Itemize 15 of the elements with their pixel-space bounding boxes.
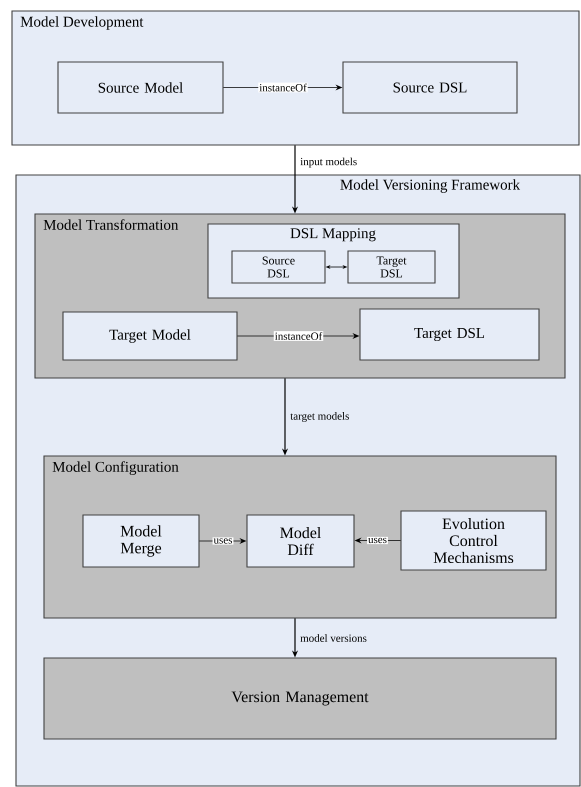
process-box: Version Management: [43, 657, 557, 740]
edge-label: target models: [290, 412, 349, 422]
edge-label: input models: [300, 158, 357, 168]
edge-label: instanceOf: [274, 331, 324, 341]
process-box: Source DSL: [231, 250, 326, 284]
edge-label: model versions: [300, 634, 366, 642]
process-box: Target Model: [62, 311, 238, 361]
process-box: Model Merge: [82, 514, 200, 568]
process-box: Target DSL: [347, 250, 436, 284]
process-box: Model Diff: [246, 514, 355, 568]
process-box: Evolution Control Mechanisms: [400, 510, 547, 571]
process-box: Source Model: [57, 61, 224, 114]
process-box: Target DSL: [359, 308, 540, 361]
edge-label: instanceOf: [258, 82, 308, 92]
process-box: Source DSL: [342, 61, 518, 114]
